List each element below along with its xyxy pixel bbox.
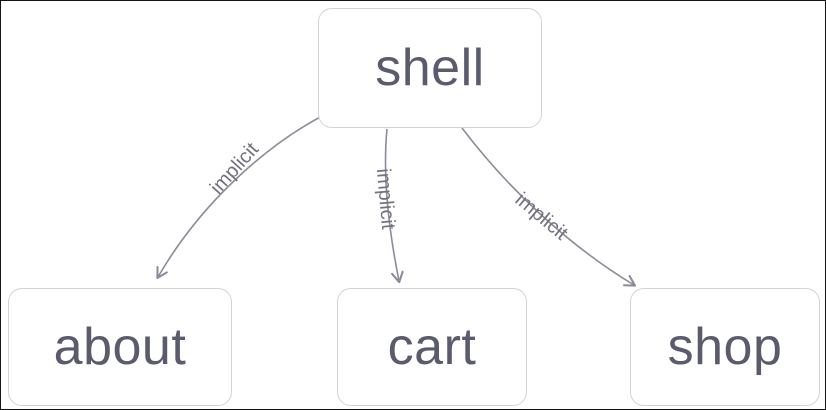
node-shop-label: shop — [667, 318, 783, 376]
node-shop[interactable]: shop — [630, 288, 820, 406]
node-cart-label: cart — [387, 318, 477, 376]
edge-shell-cart — [384, 128, 404, 284]
edge-label-shell-about: implicit — [206, 138, 264, 199]
node-about[interactable]: about — [8, 288, 232, 406]
edge-shell-shop — [461, 127, 637, 287]
edge-label-shell-cart: implicit — [371, 167, 400, 231]
edge-label-shell-shop: implicit — [510, 188, 572, 245]
node-shell[interactable]: shell — [318, 8, 542, 128]
node-cart[interactable]: cart — [337, 288, 527, 406]
edge-shell-about — [156, 114, 325, 280]
node-about-label: about — [53, 318, 187, 376]
node-shell-label: shell — [375, 39, 485, 97]
